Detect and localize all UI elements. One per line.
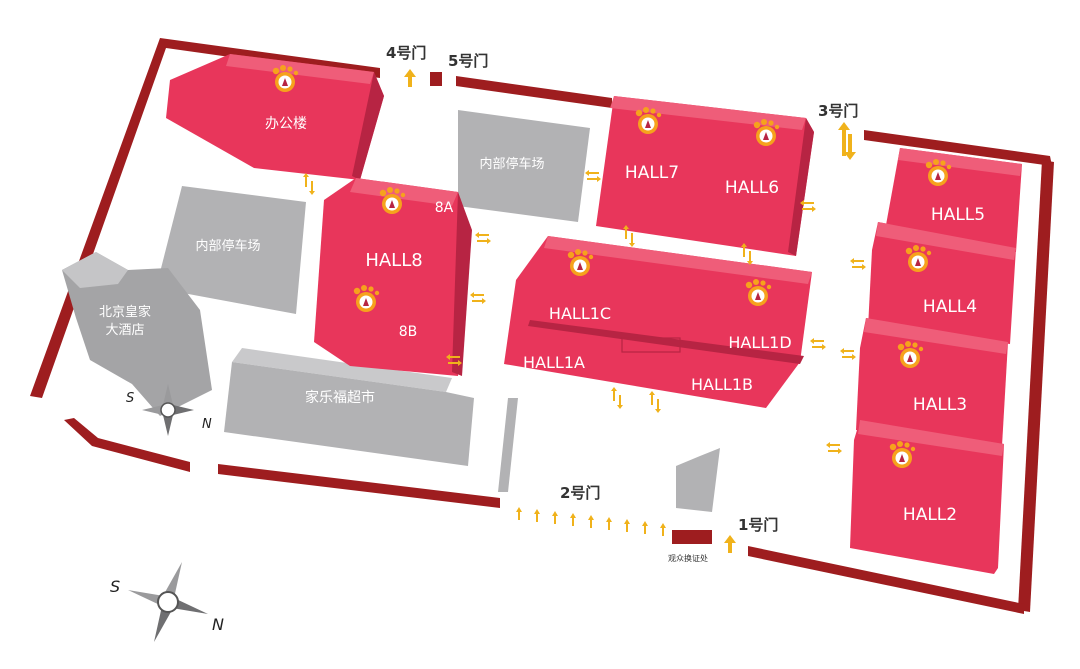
hall7-label: HALL7 [625, 163, 679, 183]
hall2-label: HALL2 [903, 505, 957, 525]
hall1a-label: HALL1A [523, 353, 585, 372]
wall-bottom-left [218, 464, 500, 508]
wall-top-right [864, 130, 1052, 166]
supermarket-label: 家乐福超市 [305, 389, 375, 406]
divider-bar [498, 398, 518, 492]
parking-top-label: 内部停车场 [479, 156, 544, 172]
hall2-building: HALL2 [850, 420, 1004, 574]
parking-left-label: 内部停车场 [195, 238, 260, 254]
gate1-label: 1号门 [738, 516, 778, 534]
wall-bottom-right [748, 546, 1024, 614]
perimeter-walls [30, 38, 1054, 614]
badge-office-building [676, 448, 720, 512]
compass-small: S N [126, 384, 212, 436]
hall3-label: HALL3 [913, 395, 967, 415]
badge-exchange-label: 观众换证处 [668, 553, 708, 563]
hall3-building: HALL3 [856, 318, 1008, 446]
parking-left: 内部停车场 [156, 186, 306, 314]
hall7-hall6-building: HALL7 HALL6 [596, 96, 814, 256]
gate3-arrows [838, 122, 856, 160]
gate1-post [672, 530, 712, 544]
compass-small-north: N [202, 417, 212, 432]
gate5-post [430, 72, 442, 86]
hall4-building: HALL4 [868, 222, 1016, 344]
gate2-label: 2号门 [560, 484, 600, 502]
hall8-building: 8A HALL8 8B [314, 178, 472, 376]
office-label: 办公楼 [265, 116, 307, 132]
office-building: 办公楼 [166, 54, 384, 180]
hall1c-label: HALL1C [549, 304, 611, 323]
gate2-arrow-row [516, 507, 666, 536]
compass-large-south: S [110, 577, 120, 596]
hall1-center-stripes [621, 337, 681, 353]
hall5-label: HALL5 [931, 205, 985, 225]
wall-right [1018, 160, 1054, 612]
compass-large-north: N [212, 615, 224, 634]
hall6-label: HALL6 [725, 178, 779, 198]
gate3-label: 3号门 [818, 102, 858, 120]
hall1-building: HALL1C HALL1D HALL1A HALL1B [504, 236, 812, 408]
compass-small-south: S [126, 391, 134, 406]
hall1b-label: HALL1B [691, 375, 753, 394]
wall-top-mid [456, 76, 612, 108]
access-arrows [303, 69, 866, 553]
hall8a-label: 8A [435, 200, 454, 216]
hall8b-label: 8B [399, 324, 418, 340]
hall8-label: HALL8 [365, 250, 422, 271]
supermarket-building: 家乐福超市 [224, 348, 474, 466]
hall1d-label: HALL1D [728, 333, 791, 352]
hotel-building: 北京皇家 大酒店 [62, 252, 212, 416]
gate4-label: 4号门 [386, 44, 426, 62]
parking-top: 内部停车场 [458, 110, 590, 222]
gate5-label: 5号门 [448, 52, 488, 70]
hall5-building: HALL5 [884, 148, 1022, 252]
wall-left-lower [64, 418, 190, 472]
wall-top-left [30, 38, 380, 398]
compass-large: S N [110, 562, 224, 642]
hotel-label-line2: 大酒店 [105, 323, 144, 338]
hotel-label-line1: 北京皇家 [99, 304, 151, 320]
hall4-label: HALL4 [923, 297, 977, 317]
